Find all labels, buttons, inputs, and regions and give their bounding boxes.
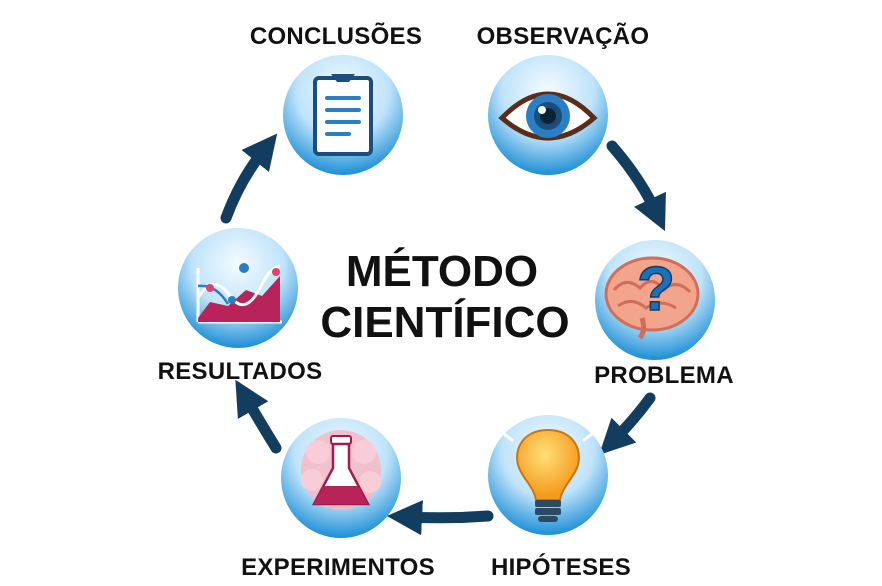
clipboard-icon [313, 74, 373, 156]
step-label-observacao: OBSERVAÇÃO [477, 22, 650, 50]
eye-icon [498, 91, 598, 141]
arrow-experimentos-to-resultados [235, 379, 282, 454]
arrow-resultados-to-conclusoes [220, 133, 278, 224]
step-hipoteses: HIPÓTESES [488, 415, 631, 581]
title-line-1: MÉTODO [346, 246, 538, 296]
chart-icon [196, 263, 282, 324]
arrow-observacao-to-problema [606, 140, 666, 232]
step-resultados: RESULTADOS [158, 228, 323, 385]
arrow-problema-to-hipoteses [599, 392, 656, 455]
step-observacao: OBSERVAÇÃO [477, 22, 650, 175]
step-problema: ? PROBLEMA [594, 240, 734, 389]
flask-icon [301, 430, 381, 510]
step-label-resultados: RESULTADOS [158, 358, 323, 385]
step-experimentos: EXPERIMENTOS [241, 418, 435, 581]
step-label-conclusoes: CONCLUSÕES [250, 22, 422, 50]
step-label-hipoteses: HIPÓTESES [491, 553, 631, 581]
svg-text:?: ? [637, 255, 675, 324]
arrow-hipoteses-to-experimentos [386, 500, 494, 536]
step-label-problema: PROBLEMA [594, 362, 734, 389]
lightbulb-icon [502, 428, 594, 522]
step-label-experimentos: EXPERIMENTOS [241, 554, 435, 581]
title-line-2: CIENTÍFICO [320, 297, 569, 347]
step-conclusoes: CONCLUSÕES [250, 22, 422, 175]
brain-question-icon: ? [604, 254, 700, 340]
